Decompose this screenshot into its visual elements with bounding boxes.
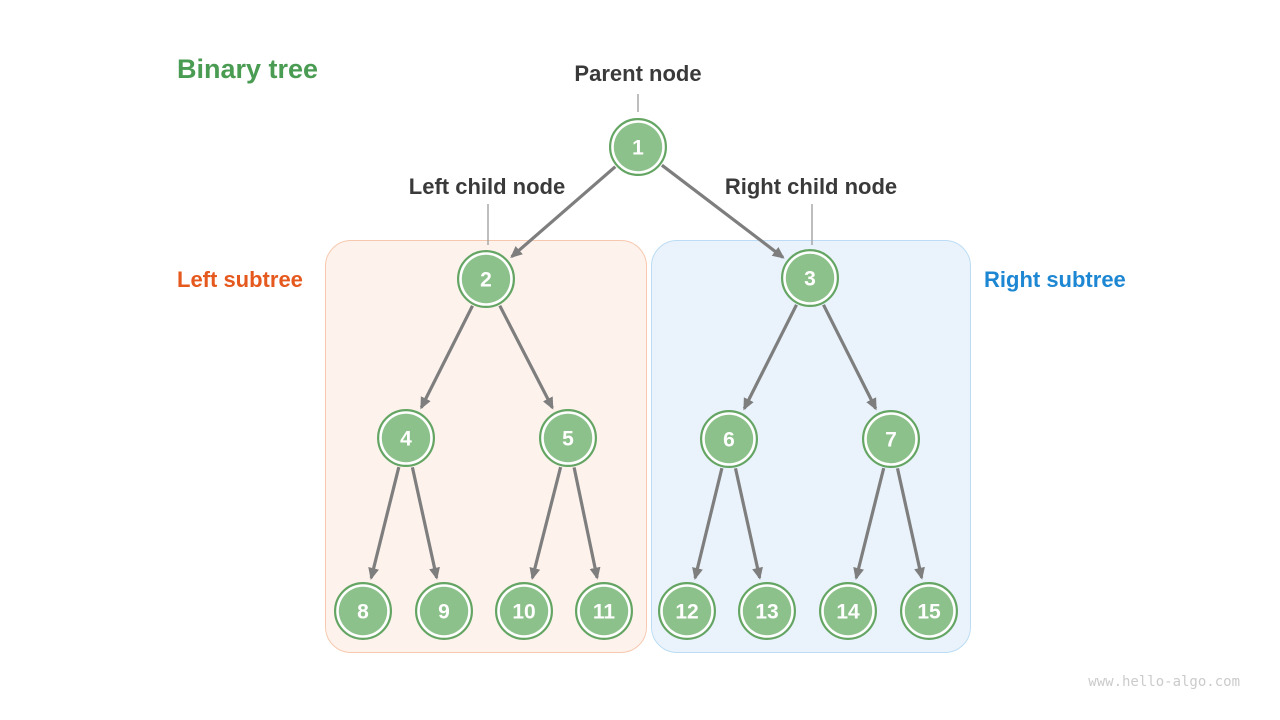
tree-node-14: 14 [818,581,877,640]
node-value: 1 [632,137,644,160]
edge-2-5 [498,304,554,410]
edge-4-9 [410,466,440,580]
node-body [499,586,549,636]
node-body [543,413,593,463]
node-value: 7 [885,429,897,452]
edge-7-15 [895,467,925,580]
edge-5-10 [529,466,563,580]
node-body [613,122,663,172]
edge-1-3 [660,163,785,259]
edge-1-2 [510,165,617,259]
edge-3-6 [742,304,798,411]
node-value: 9 [438,601,450,624]
node-value: 5 [562,428,574,451]
node-value: 8 [357,601,369,624]
tree-node-6: 6 [699,410,758,469]
node-body [704,414,754,464]
node-value: 13 [755,601,778,624]
tree-node-11: 11 [574,581,633,640]
edge-3-7 [822,304,878,411]
node-value: 2 [480,269,492,292]
tree-node-4: 4 [377,409,436,468]
edge-5-11 [572,467,601,580]
tree-node-3: 3 [780,249,839,308]
label-connectors [487,94,813,245]
node-body [904,586,954,636]
node-body [338,586,388,636]
edge-6-13 [733,467,763,580]
node-value: 6 [723,429,735,452]
node-body [742,586,792,636]
tree-node-1: 1 [608,117,667,176]
node-body [662,586,712,636]
node-body [785,253,835,303]
tree-edges [368,163,925,580]
node-body [381,413,431,463]
node-value: 15 [917,601,941,624]
tree-node-2: 2 [457,250,516,309]
node-body [419,586,469,636]
edge-4-8 [368,466,401,580]
edge-2-4 [419,305,474,410]
node-value: 12 [675,601,698,624]
tree-node-5: 5 [538,409,597,468]
tree-node-8: 8 [334,581,393,640]
node-value: 14 [836,601,860,624]
edge-7-14 [853,467,886,580]
tree-node-13: 13 [737,581,796,640]
node-value: 3 [804,268,816,291]
tree-node-7: 7 [861,410,920,469]
node-value: 11 [593,601,616,624]
tree-node-9: 9 [415,581,474,640]
node-body [579,586,629,636]
node-body [461,254,511,304]
tree-node-10: 10 [495,581,554,640]
node-value: 10 [512,601,535,624]
tree-node-15: 15 [899,581,958,640]
edge-6-12 [692,467,724,580]
node-body [823,586,873,636]
node-value: 4 [400,428,412,451]
node-body [866,414,916,464]
tree-node-12: 12 [657,581,716,640]
